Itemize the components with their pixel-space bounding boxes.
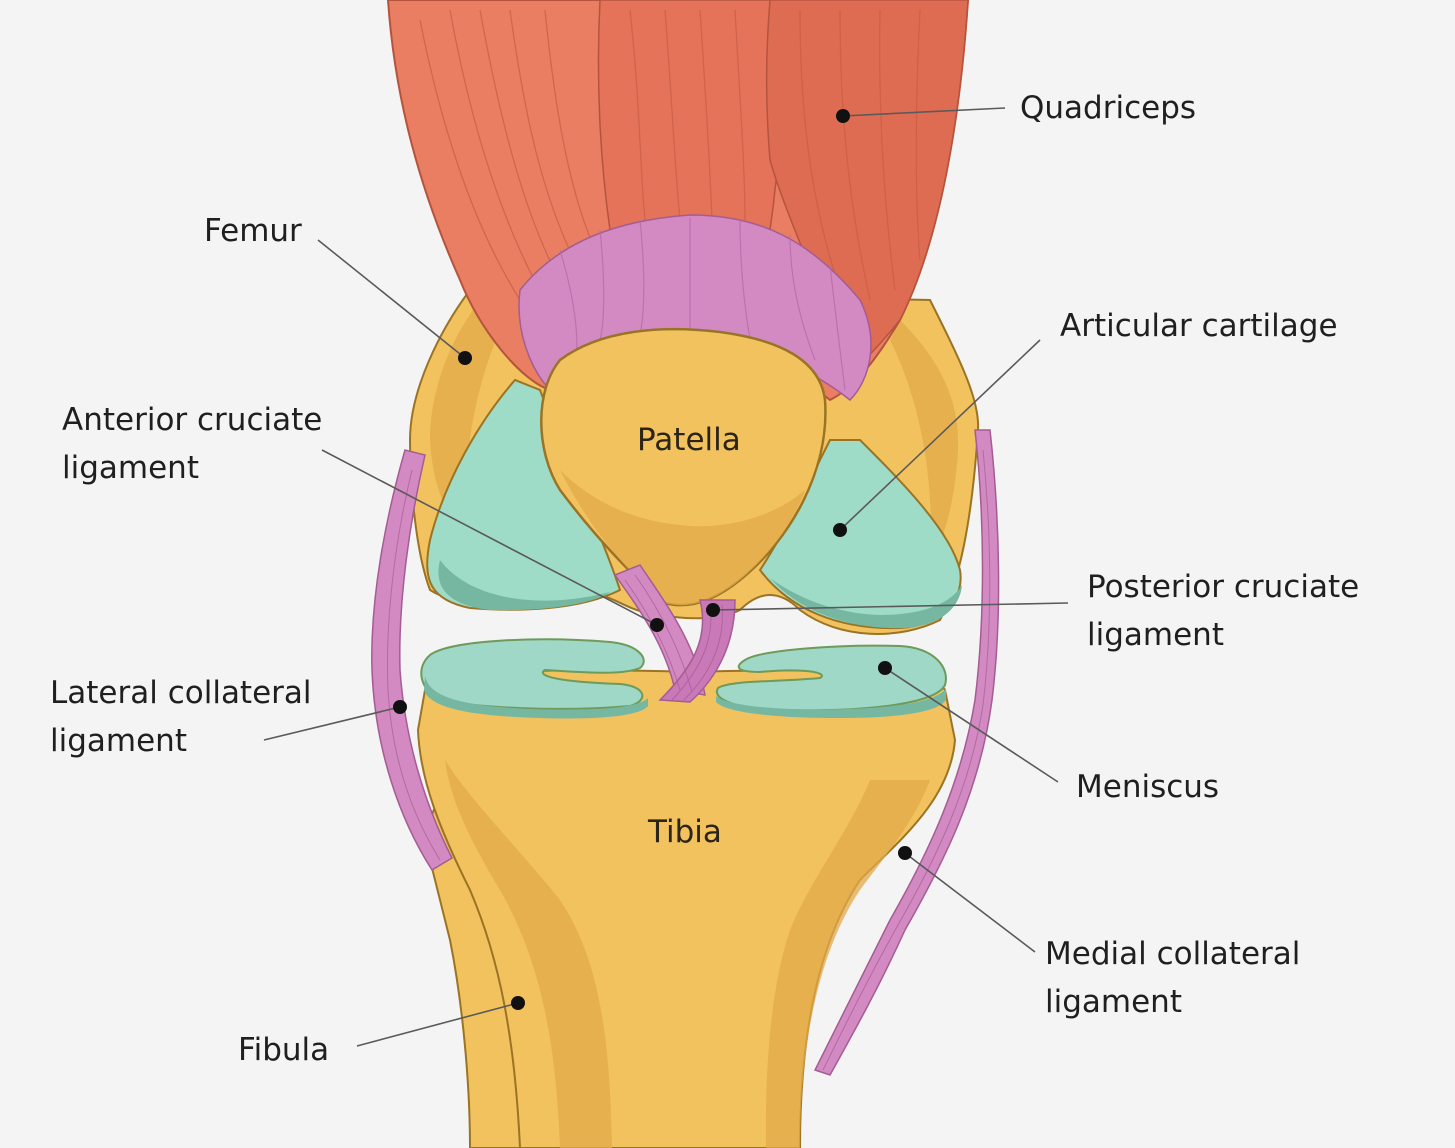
label-fibula-text: Fibula [238,1026,329,1074]
marker-femur [458,351,472,365]
label-meniscus-text: Meniscus [1076,763,1219,811]
label-patella: Patella [637,416,741,464]
label-tibia: Tibia [648,808,722,856]
label-quadriceps-text: Quadriceps [1020,84,1196,132]
label-femur-text: Femur [204,207,302,255]
marker-articular-cartilage [833,523,847,537]
label-fibula: Fibula [238,1026,329,1074]
label-quadriceps: Quadriceps [1020,84,1196,132]
label-lcl: Lateral collateral ligament [50,669,312,765]
label-articular-cartilage-text: Articular cartilage [1060,302,1338,350]
label-meniscus: Meniscus [1076,763,1219,811]
label-lcl-line-1: Lateral collateral [50,669,312,717]
label-mcl: Medial collateral ligament [1045,930,1300,1026]
marker-meniscus [878,661,892,675]
marker-quadriceps [836,109,850,123]
label-femur: Femur [204,207,302,255]
quadriceps-middle-head [598,0,781,230]
label-pcl-line-1: Posterior cruciate [1087,563,1359,611]
label-pcl-line-2: ligament [1087,611,1359,659]
marker-mcl [898,846,912,860]
label-lcl-line-2: ligament [50,717,312,765]
label-mcl-line-1: Medial collateral [1045,930,1300,978]
label-acl: Anterior cruciate ligament [62,396,322,492]
leader-femur [318,240,465,358]
label-patella-text: Patella [637,416,741,464]
marker-pcl [706,603,720,617]
label-mcl-line-2: ligament [1045,978,1300,1026]
label-pcl: Posterior cruciate ligament [1087,563,1359,659]
label-acl-line-2: ligament [62,444,322,492]
marker-acl [650,618,664,632]
leader-mcl [905,853,1035,952]
label-articular-cartilage: Articular cartilage [1060,302,1338,350]
marker-lcl [393,700,407,714]
label-tibia-text: Tibia [648,808,722,856]
label-acl-line-1: Anterior cruciate [62,396,322,444]
marker-fibula [511,996,525,1010]
